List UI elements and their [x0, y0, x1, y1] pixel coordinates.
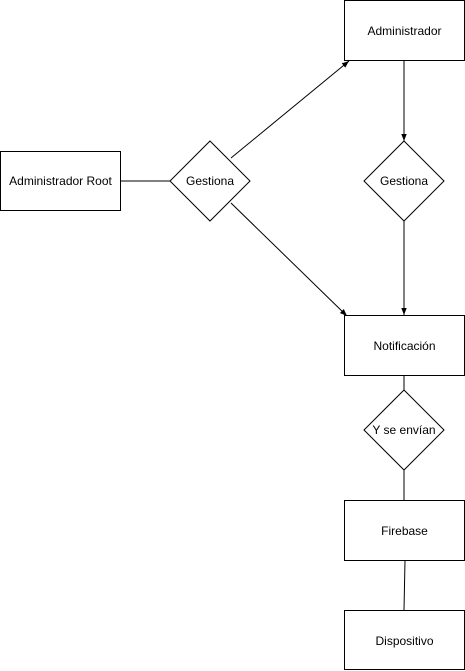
relationship-gestiona-admin[interactable]: Gestiona [363, 140, 445, 222]
entity-dispositivo-label: Dispositivo [375, 634, 433, 648]
arrow-gestiona-to-notificacion [230, 202, 348, 317]
relationship-gestiona-root-label: Gestiona [186, 174, 234, 188]
entity-administrador[interactable]: Administrador [344, 0, 465, 61]
relationship-gestiona-root[interactable]: Gestiona [169, 140, 251, 222]
connector-firebase-to-dispositivo [403, 560, 406, 611]
entity-notificacion[interactable]: Notificación [344, 315, 465, 376]
entity-dispositivo[interactable]: Dispositivo [344, 610, 465, 670]
arrow-gestiona-to-administrador [230, 60, 350, 159]
entity-firebase-label: Firebase [381, 524, 428, 538]
relationship-gestiona-admin-label: Gestiona [380, 174, 428, 188]
entity-administrador-root-label: Administrador Root [9, 174, 112, 188]
entity-notificacion-label: Notificación [373, 339, 435, 353]
entity-firebase[interactable]: Firebase [344, 500, 465, 561]
entity-administrador-root[interactable]: Administrador Root [0, 151, 121, 211]
entity-administrador-label: Administrador [367, 24, 441, 38]
relationship-se-envian-label: Y se envían [372, 423, 435, 437]
relationship-se-envian[interactable]: Y se envían [363, 389, 445, 471]
